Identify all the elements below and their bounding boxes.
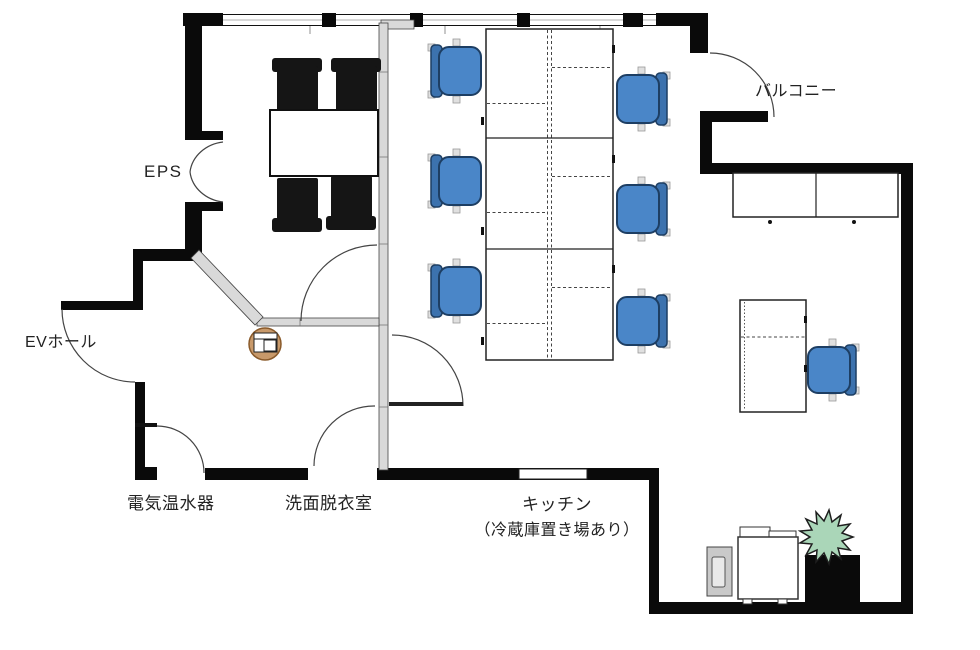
side-desk-outline: [739, 299, 807, 413]
wall-top-right-corner-horizontal: [656, 13, 708, 26]
label-kitchen-note: （冷蔵庫置き場あり）: [474, 522, 640, 539]
appliance-foot: [742, 598, 753, 605]
meeting-chairs: [272, 58, 381, 232]
chair-seat: [807, 346, 851, 394]
desk-edge-ticks: [481, 45, 615, 345]
exterior-walls: [61, 13, 913, 614]
wall-bottom-left-stub: [135, 467, 157, 480]
heater-closet-door-leaf: [135, 423, 157, 427]
side-desk: [739, 299, 807, 413]
wall-left-step-horizontal: [133, 249, 202, 261]
window-mullion: [322, 13, 336, 27]
window-mullion: [623, 13, 643, 27]
meeting-area: [269, 58, 381, 232]
desk-island-outline: [485, 28, 614, 361]
desk-island: [481, 28, 615, 361]
desk-tick: [612, 265, 615, 273]
wall-bottom-segment-2: [377, 468, 649, 480]
wall-left-mid: [185, 202, 202, 261]
doors: [61, 52, 775, 474]
meeting-chair-seat: [277, 66, 318, 112]
wall-balcony-stub-horizontal: [700, 111, 768, 122]
wall-right: [901, 163, 913, 614]
chair-seat: [616, 74, 660, 124]
desk-tick: [804, 316, 807, 323]
office-door-arc: [391, 334, 464, 407]
meeting-chair-back: [326, 216, 376, 230]
wall-bottom-right: [649, 602, 913, 614]
office-chair-left-3: [427, 258, 482, 324]
desk-tick: [612, 45, 615, 53]
wall-kitchen-left: [649, 468, 659, 614]
eps-door-arc-top: [189, 141, 224, 173]
wall-top-right-horizontal: [706, 163, 913, 174]
office-chair-left-2: [427, 148, 482, 214]
office-chair-right-1: [616, 66, 671, 132]
meeting-chair-seat: [331, 176, 372, 222]
office-chair-side: [807, 338, 860, 402]
heater-closet-door-arc: [156, 425, 205, 474]
ev-hall-door-arc: [61, 308, 136, 383]
plant: [797, 507, 856, 567]
desk-tick: [804, 365, 807, 372]
wall-panel-inset: [711, 556, 726, 588]
label-water-heater: 電気温水器: [127, 494, 215, 513]
wall-ev-hall: [61, 301, 143, 310]
planter-box: [805, 555, 860, 603]
washbasin-bowl: [263, 339, 277, 352]
cabinet-handle-dot: [768, 220, 772, 224]
meeting-chair-seat: [336, 66, 377, 112]
washroom-door-arc: [313, 405, 376, 467]
chair-seat: [616, 296, 660, 346]
desk-tick: [481, 117, 484, 125]
meeting-chair-back: [272, 218, 322, 232]
meeting-room-door-arc: [300, 244, 378, 322]
appliance-lid-left: [739, 526, 771, 538]
chair-seat: [438, 156, 482, 206]
wall-eps-jamb-top: [185, 131, 223, 140]
storage-cabinet: [732, 172, 899, 224]
wall-left-step-vertical: [133, 249, 143, 309]
office-chair-right-2: [616, 176, 671, 242]
wall-left-upper: [185, 13, 202, 139]
label-kitchen-title: キッチン: [522, 495, 592, 514]
wall-bottom-segment-1: [205, 468, 308, 480]
chair-seat: [616, 184, 660, 234]
meeting-table: [269, 109, 379, 177]
partition-horizontal: [256, 317, 380, 327]
label-eps: EPS: [144, 162, 183, 181]
label-ev-hall: EVホール: [25, 334, 97, 351]
partition-vertical: [378, 22, 389, 471]
partition-diagonal: [190, 249, 264, 326]
window-mullion: [517, 13, 530, 27]
interior-partitions: [190, 19, 415, 471]
balcony-door-arc: [709, 52, 775, 118]
meeting-chair-seat: [277, 178, 318, 224]
office-chair-left-1: [427, 38, 482, 104]
label-balcony: バルコニー: [755, 83, 838, 100]
eps-door-arc-bottom: [189, 171, 224, 203]
cabinet-handle-dot: [852, 220, 856, 224]
desk-tick: [612, 155, 615, 163]
chair-seat: [438, 266, 482, 316]
wall-balcony-stub-vertical: [700, 111, 712, 174]
appliance-body: [737, 536, 799, 600]
chair-seat: [438, 46, 482, 96]
corner-fixtures: [706, 507, 860, 605]
appliance-foot: [777, 598, 788, 605]
wall-eps-jamb-bottom: [185, 202, 223, 211]
washbasin-symbol: [248, 327, 282, 361]
desk-tick: [481, 337, 484, 345]
office-door-leaf: [389, 402, 463, 406]
label-kitchen: キッチン （冷蔵庫置き場あり）: [462, 490, 652, 540]
label-washroom: 洗面脱衣室: [285, 494, 373, 513]
window-wall: [223, 13, 656, 34]
kitchen-window: [518, 468, 588, 480]
office-chair-right-3: [616, 288, 671, 354]
desk-tick: [481, 227, 484, 235]
wall-left-lower: [135, 382, 145, 474]
